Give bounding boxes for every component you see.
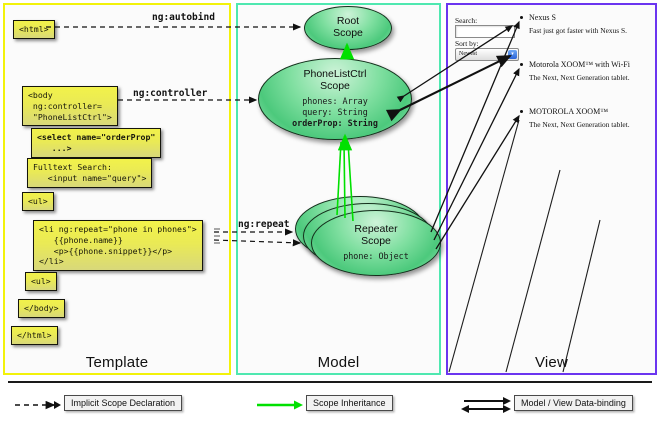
- scope-ctrl-prop-1: query: String: [302, 107, 368, 117]
- connector-label-autobind: ng:autobind: [152, 12, 215, 23]
- scope-root: Root Scope: [304, 6, 392, 50]
- scope-ctrl-title-1: PhoneListCtrl: [303, 68, 367, 81]
- code-box-ul-close: <ul>: [25, 272, 57, 291]
- scope-phonelistctrl: PhoneListCtrl Scope phones: Array query:…: [258, 58, 412, 140]
- code-box-body-open: <body ng:controller= "PhoneListCtrl">: [22, 86, 118, 127]
- legend-divider: [8, 381, 652, 383]
- code-box-ul-open: <ul>: [22, 192, 54, 211]
- scope-repeater-props: phone: Object: [343, 251, 409, 261]
- scope-ctrl-title-2: Scope: [320, 80, 350, 93]
- scope-repeater-title-1: Repeater: [354, 223, 398, 236]
- connector-label-controller: ng:controller: [133, 88, 208, 99]
- scope-repeater-title-2: Scope: [361, 235, 391, 248]
- legend-label-inheritance: Scope Inheritance: [306, 395, 393, 411]
- view-phone-snippet-1: The Next, Next Generation tablet.: [529, 73, 630, 82]
- view-phone-snippet-0: Fast just got faster with Nexus S.: [529, 26, 627, 35]
- scope-ctrl-props: phones: Array query: String orderProp: S…: [292, 96, 378, 129]
- code-box-li-repeat: <li ng:repeat="phone in phones"> {{phone…: [33, 220, 203, 272]
- scope-ctrl-prop-2: orderProp: String: [292, 117, 378, 128]
- view-pane: Search: Sort by: Newest ▾ Nexus S Fast j…: [446, 3, 657, 375]
- legend-arrow-green-icon: [257, 400, 303, 410]
- legend: Implicit Scope Declaration Scope Inherit…: [0, 381, 660, 421]
- view-sort-selected-value: Newest: [459, 51, 477, 57]
- legend-label-implicit: Implicit Scope Declaration: [64, 395, 183, 411]
- view-sort-label: Sort by:: [455, 39, 479, 48]
- code-box-select: <select name="orderProp" ...>: [31, 128, 162, 158]
- legend-label-databinding: Model / View Data-binding: [514, 395, 633, 411]
- view-phone-name-2: MOTOROLA XOOM™: [529, 107, 609, 116]
- scope-ctrl-prop-0: phones: Array: [302, 96, 368, 107]
- bullet-icon: [520, 63, 523, 66]
- bullet-icon: [520, 16, 523, 19]
- code-box-fulltext: Fulltext Search: <input name="query">: [27, 158, 153, 188]
- chevron-down-icon: ▾: [508, 50, 517, 59]
- column-label-template: Template: [85, 354, 149, 371]
- connector-label-repeat: ng:repeat: [238, 219, 290, 230]
- legend-arrow-double-icon: [461, 397, 511, 413]
- view-phone-name-0: Nexus S: [529, 13, 556, 22]
- scope-root-title-1: Root: [336, 15, 360, 28]
- bullet-icon: [520, 110, 523, 113]
- legend-arrow-dashed-icon: [15, 400, 61, 410]
- column-template: Template: [3, 3, 231, 375]
- code-box-body-close: </body>: [18, 299, 65, 318]
- column-label-model: Model: [317, 354, 360, 371]
- scope-root-title-2: Scope: [333, 27, 363, 39]
- view-search-input[interactable]: [455, 25, 515, 38]
- scope-repeater: Repeater Scope phone: Object: [311, 210, 441, 276]
- view-phone-name-1: Motorola XOOM™ with Wi-Fi: [529, 60, 630, 69]
- view-sort-select[interactable]: Newest ▾: [455, 48, 519, 61]
- code-box-html-open: <html>: [13, 20, 55, 39]
- view-phone-snippet-2: The Next, Next Generation tablet.: [529, 120, 630, 129]
- code-box-html-close: </html>: [11, 326, 58, 345]
- view-search-label: Search:: [455, 16, 478, 25]
